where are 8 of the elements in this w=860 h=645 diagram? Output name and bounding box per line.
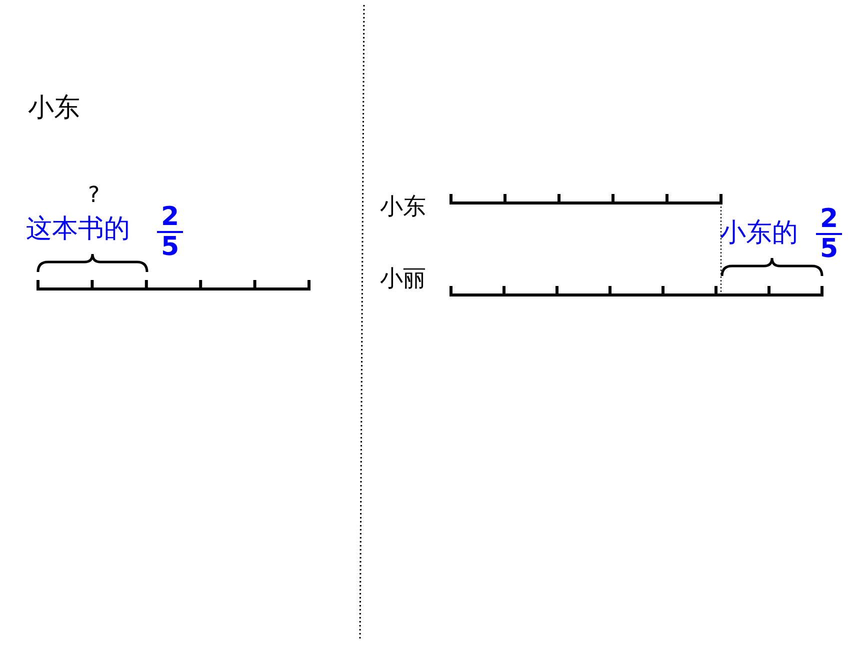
text-label: 这本书的	[26, 216, 130, 242]
fraction: 2 5	[816, 206, 842, 262]
text-label: 小丽	[380, 268, 426, 291]
text-label: 小东	[28, 95, 80, 121]
text-label: 小东的	[720, 220, 798, 246]
text-label: ?	[88, 185, 100, 207]
text-label: 小东	[380, 196, 426, 219]
fraction: 2 5	[157, 204, 184, 260]
